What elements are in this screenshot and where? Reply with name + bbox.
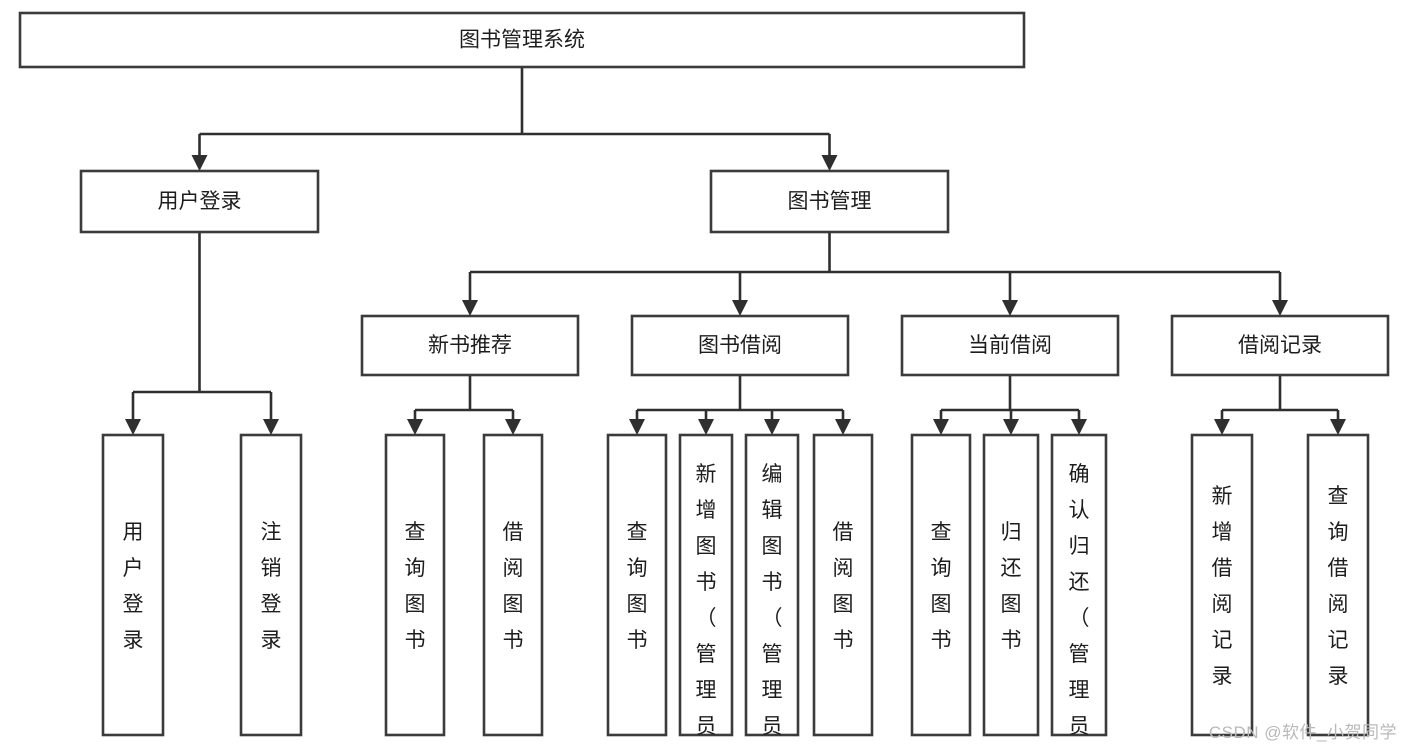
- arrow-head-icon: [764, 419, 780, 435]
- level3-node-2-box[interactable]: [900, 314, 1120, 377]
- leaf-node-6-label: 编辑图书（管理员）: [762, 463, 783, 747]
- arrow-head-icon: [505, 419, 521, 435]
- arrow-head-icon: [462, 300, 478, 316]
- leaf-node-3-label: 借阅图书: [503, 521, 524, 652]
- csdn-watermark: CSDN @软件_小贺同学: [1208, 723, 1397, 742]
- arrow-head-icon: [191, 155, 208, 171]
- leaf-node-2-box[interactable]: [384, 433, 446, 737]
- leaf-node-1[interactable]: 注销登录: [239, 433, 303, 737]
- level3-node-1[interactable]: 图书借阅: [630, 314, 850, 377]
- arrow-head-icon: [933, 419, 949, 435]
- leaf-node-5[interactable]: 新增图书（管理员）: [678, 433, 734, 747]
- level3-node-3-label: 借阅记录: [1238, 334, 1322, 357]
- arrow-head-icon: [407, 419, 423, 435]
- root-node[interactable]: 图书管理系统: [18, 11, 1026, 69]
- leaf-node-1-box[interactable]: [239, 433, 303, 737]
- leaf-node-2[interactable]: 查询图书: [384, 433, 446, 737]
- level2-node-0-box[interactable]: [79, 169, 320, 234]
- leaf-node-12[interactable]: 查询借阅记录: [1306, 433, 1370, 737]
- arrow-head-icon: [732, 300, 748, 316]
- arrow-head-icon: [821, 155, 838, 171]
- arrow-head-icon: [1002, 300, 1018, 316]
- leaf-node-8[interactable]: 查询图书: [910, 433, 972, 737]
- leaf-node-4-label: 查询图书: [627, 521, 648, 652]
- leaf-node-3[interactable]: 借阅图书: [482, 433, 544, 737]
- root-node-box[interactable]: [18, 11, 1026, 69]
- level2-node-0[interactable]: 用户登录: [79, 169, 320, 234]
- leaf-node-9-label: 归还图书: [1001, 521, 1022, 652]
- arrow-head-icon: [1330, 419, 1346, 435]
- leaf-node-0-box[interactable]: [101, 433, 165, 737]
- arrow-head-icon: [125, 419, 141, 435]
- level3-node-3-box[interactable]: [1170, 314, 1390, 377]
- leaf-node-12-label: 查询借阅记录: [1328, 485, 1349, 688]
- level3-node-0-box[interactable]: [360, 314, 580, 377]
- leaf-node-1-label: 注销登录: [261, 521, 282, 652]
- leaf-node-0[interactable]: 用户登录: [101, 433, 165, 737]
- level3-node-0[interactable]: 新书推荐: [360, 314, 580, 377]
- level3-node-1-label: 图书借阅: [698, 334, 782, 357]
- level3-node-1-box[interactable]: [630, 314, 850, 377]
- arrow-head-icon: [835, 419, 851, 435]
- leaf-node-5-label: 新增图书（管理员）: [696, 463, 717, 747]
- leaf-node-4[interactable]: 查询图书: [606, 433, 668, 737]
- leaf-node-10[interactable]: 确认归还（管理员）: [1050, 433, 1108, 747]
- node-layer: 图书管理系统用户登录图书管理新书推荐图书借阅当前借阅借阅记录用户登录注销登录查询…: [18, 11, 1390, 747]
- leaf-node-12-box[interactable]: [1306, 433, 1370, 737]
- root-node-label: 图书管理系统: [459, 29, 585, 52]
- arrow-head-icon: [1272, 300, 1288, 316]
- level3-node-2[interactable]: 当前借阅: [900, 314, 1120, 377]
- leaf-node-11[interactable]: 新增借阅记录: [1190, 433, 1254, 737]
- arrow-head-icon: [1214, 419, 1230, 435]
- leaf-node-11-box[interactable]: [1190, 433, 1254, 737]
- leaf-node-10-box[interactable]: [1050, 433, 1108, 737]
- leaf-node-0-label: 用户登录: [123, 521, 144, 652]
- leaf-node-6-box[interactable]: [744, 433, 800, 737]
- level2-node-1[interactable]: 图书管理: [709, 169, 950, 234]
- level3-node-3[interactable]: 借阅记录: [1170, 314, 1390, 377]
- arrow-head-icon: [1003, 419, 1019, 435]
- leaf-node-9-box[interactable]: [982, 433, 1040, 737]
- leaf-node-7-label: 借阅图书: [833, 521, 854, 652]
- level2-node-0-label: 用户登录: [158, 190, 242, 213]
- arrow-head-icon: [1071, 419, 1087, 435]
- level3-node-2-label: 当前借阅: [968, 334, 1052, 357]
- leaf-node-8-box[interactable]: [910, 433, 972, 737]
- leaf-node-9[interactable]: 归还图书: [982, 433, 1040, 737]
- leaf-node-2-label: 查询图书: [405, 521, 426, 652]
- leaf-node-6[interactable]: 编辑图书（管理员）: [744, 433, 800, 747]
- arrow-head-icon: [698, 419, 714, 435]
- level3-node-0-label: 新书推荐: [428, 334, 512, 357]
- connector-layer: [125, 67, 1346, 435]
- leaf-node-10-label: 确认归还（管理员）: [1069, 463, 1090, 747]
- arrow-head-icon: [629, 419, 645, 435]
- arrow-head-icon: [263, 419, 279, 435]
- leaf-node-11-label: 新增借阅记录: [1212, 485, 1233, 688]
- leaf-node-4-box[interactable]: [606, 433, 668, 737]
- leaf-node-7[interactable]: 借阅图书: [812, 433, 874, 737]
- leaf-node-3-box[interactable]: [482, 433, 544, 737]
- leaf-node-8-label: 查询图书: [931, 521, 952, 652]
- level2-node-1-label: 图书管理: [788, 190, 872, 213]
- level2-node-1-box[interactable]: [709, 169, 950, 234]
- leaf-node-5-box[interactable]: [678, 433, 734, 737]
- leaf-node-7-box[interactable]: [812, 433, 874, 737]
